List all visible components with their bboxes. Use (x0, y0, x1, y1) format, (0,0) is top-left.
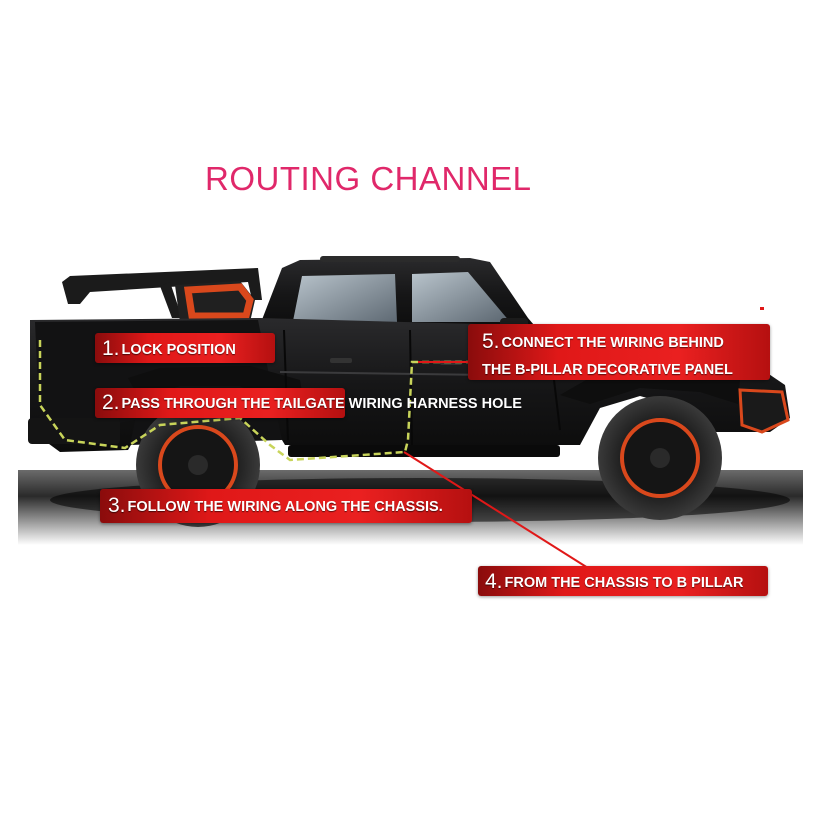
step-4-text: FROM THE CHASSIS TO B PILLAR (504, 575, 744, 591)
step-2-text: PASS THROUGH THE TAILGATE WIRING HARNESS… (121, 396, 522, 412)
step-1-label: 1.LOCK POSITION (102, 337, 236, 361)
step-2-number: 2. (102, 391, 120, 414)
step-5-number: 5. (482, 330, 500, 353)
step-2-label: 2.PASS THROUGH THE TAILGATE WIRING HARNE… (102, 391, 522, 415)
front-bumper (738, 388, 790, 434)
roof-rail (320, 256, 460, 262)
roll-bar (62, 268, 262, 322)
step-5-line1: CONNECT THE WIRING BEHIND (501, 335, 724, 351)
step-2-bar (95, 388, 345, 418)
step-1-bar (95, 333, 275, 363)
front-window (412, 272, 510, 322)
step-4-bar (478, 566, 768, 596)
door-handle (330, 358, 352, 363)
pointer-line-4 (403, 451, 589, 569)
step-4-label: 4.FROM THE CHASSIS TO B PILLAR (485, 570, 744, 594)
marker-dot (760, 307, 764, 310)
front-wheel (598, 396, 722, 520)
step-4-number: 4. (485, 570, 503, 593)
step-3-text: FOLLOW THE WIRING ALONG THE CHASSIS. (127, 499, 443, 515)
rear-window (292, 274, 397, 326)
step-1-text: LOCK POSITION (121, 342, 236, 358)
step-3-label: 3.FOLLOW THE WIRING ALONG THE CHASSIS. (108, 494, 443, 518)
step-3-number: 3. (108, 494, 126, 517)
step-3-bar (100, 489, 472, 523)
rear-bumper (28, 418, 120, 444)
side-step (288, 445, 560, 457)
step-5-bar (468, 324, 770, 380)
step-5-line2: THE B-PILLAR DECORATIVE PANEL (482, 362, 733, 378)
page-title: ROUTING CHANNEL (205, 160, 532, 197)
step-1-number: 1. (102, 337, 120, 360)
routing-path (38, 340, 478, 462)
step-5-label: 5.CONNECT THE WIRING BEHIND THE B-PILLAR… (482, 328, 733, 384)
